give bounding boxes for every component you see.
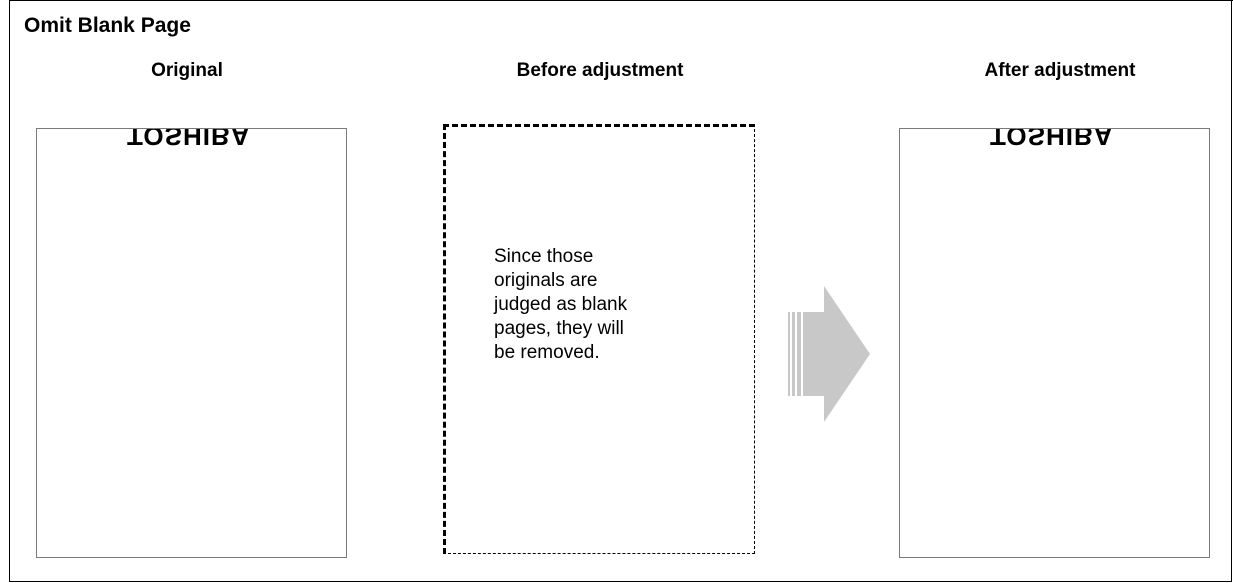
heading-before-adjustment: Before adjustment xyxy=(516,60,684,81)
figure-frame xyxy=(9,0,1232,582)
after-side-logo-clip: TOSHIBA xyxy=(900,177,920,307)
message-line-4: pages, they will xyxy=(494,318,624,339)
arrow-stripe-2 xyxy=(792,312,795,396)
original-top-logo: TOSHIBA xyxy=(127,129,251,151)
after-page: TOSHIBA TOSHIBA xyxy=(899,128,1210,558)
arrow-right-icon xyxy=(788,286,870,422)
after-top-logo: TOSHIBA xyxy=(990,129,1114,151)
message-line-2: originals are xyxy=(494,270,598,291)
after-top-logo-clip: TOSHIBA xyxy=(986,129,1126,151)
original-page: TOSHIBA TOSHIBA xyxy=(36,128,347,558)
message-line-3: judged as blank xyxy=(494,294,628,315)
heading-after-adjustment: After adjustment xyxy=(984,60,1136,81)
heading-original: Original xyxy=(151,60,223,81)
arrow-body xyxy=(803,286,870,422)
arrow-stripe-3 xyxy=(797,312,801,396)
figure-title: Omit Blank Page xyxy=(24,14,191,37)
original-side-logo-clip: TOSHIBA xyxy=(37,177,57,307)
arrow-stripe-1 xyxy=(788,312,790,396)
figure-frame-top xyxy=(9,0,1233,1)
blank-page-message: Since those originals are judged as blan… xyxy=(494,245,627,365)
original-top-logo-clip: TOSHIBA xyxy=(123,129,263,151)
message-line-5: be removed. xyxy=(494,342,600,363)
blank-page-removed: Since those originals are judged as blan… xyxy=(443,124,755,554)
message-line-1: Since those xyxy=(494,246,594,267)
